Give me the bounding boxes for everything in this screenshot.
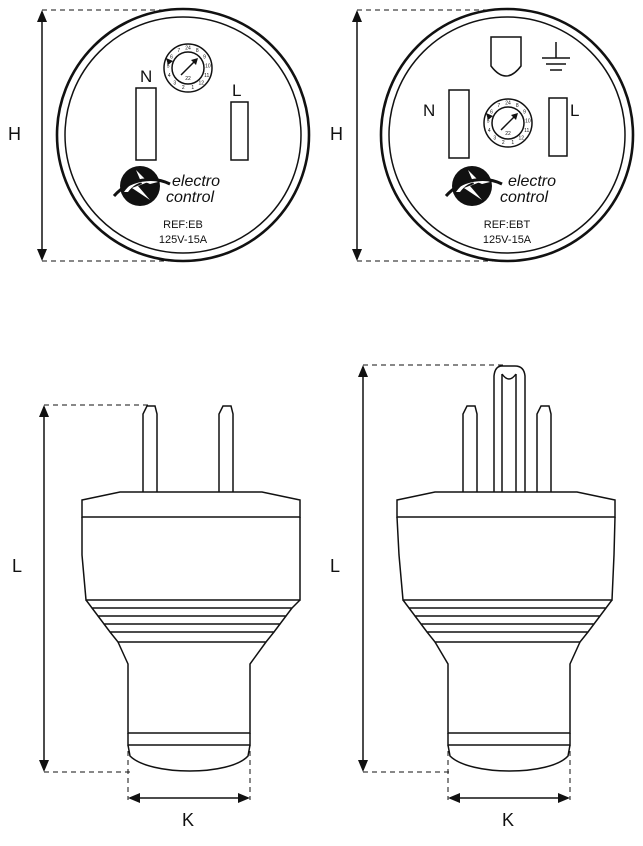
dial-marker — [486, 113, 493, 120]
ground-pin — [493, 365, 526, 492]
live-pin-label: L — [232, 81, 241, 100]
plug-face-outer-ring — [379, 7, 635, 263]
dial-number: 4 — [488, 128, 491, 134]
plug-blade — [142, 405, 158, 492]
dial-number: 9 — [523, 109, 526, 115]
dimension-l-label: L — [330, 556, 340, 576]
dial-number: 11 — [524, 128, 529, 134]
dial-year: 22 — [505, 131, 511, 137]
ground-pin-slot — [490, 36, 522, 77]
reference-code: REF:EBT — [484, 219, 531, 231]
dial-number: 12 — [518, 136, 524, 142]
dial-number: 2 — [502, 140, 505, 146]
live-blade-slot — [548, 97, 568, 157]
plug-face-inner-ring — [64, 16, 302, 254]
dial-marker — [166, 58, 173, 65]
dial-number: 5 — [487, 118, 490, 124]
brand-line-1: electro — [172, 173, 220, 190]
plug-eb-side-view: L K — [12, 404, 301, 830]
live-pin-label: L — [570, 101, 579, 120]
dial-number: 8 — [516, 103, 519, 109]
dial-number: 10 — [525, 118, 531, 124]
dimension-l-label: L — [12, 556, 22, 576]
dial-number: 3 — [173, 81, 176, 87]
electrical-rating: 125V-15A — [483, 234, 532, 246]
brand-line-2: control — [500, 189, 548, 206]
plug-body — [396, 491, 616, 772]
dial-number: 11 — [204, 73, 209, 79]
electrocontrol-logo-icon — [112, 166, 171, 206]
dial-pointer-head — [511, 113, 518, 120]
plug-face-outer-ring — [55, 7, 311, 263]
dial-number: 3 — [493, 136, 496, 142]
dial-number: 7 — [497, 103, 500, 109]
live-blade-slot — [230, 101, 249, 161]
dial-number: 5 — [167, 63, 170, 69]
neutral-blade-slot — [135, 87, 157, 161]
dial-number: 1 — [511, 140, 514, 146]
dial-number: 12 — [198, 81, 204, 87]
dimension-k-label: K — [182, 810, 194, 830]
dial-number: 6 — [490, 109, 493, 115]
dial-number: 7 — [177, 48, 180, 54]
dial-number: 8 — [196, 48, 199, 54]
dial-number: 24 — [185, 46, 191, 52]
dial-number: 24 — [505, 101, 511, 107]
reference-code: REF:EB — [163, 219, 203, 231]
plug-body — [81, 491, 301, 772]
plug-blade — [462, 405, 478, 492]
electrical-rating: 125V-15A — [159, 234, 208, 246]
neutral-pin-label: N — [423, 101, 435, 120]
ground-symbol-icon — [542, 42, 570, 71]
plug-blade — [536, 405, 552, 492]
dial-year: 22 — [185, 76, 191, 82]
dial-number: 1 — [191, 85, 194, 91]
dial-number: 10 — [205, 63, 211, 69]
neutral-blade-slot — [448, 89, 470, 159]
plug-ebt-side-view: L K — [330, 364, 616, 830]
brand-line-2: control — [166, 189, 214, 206]
dimension-k-label: K — [502, 810, 514, 830]
dial-pointer-head — [191, 58, 198, 65]
dial-number: 9 — [203, 54, 206, 60]
dimension-h-label: H — [8, 124, 21, 144]
plug-face-inner-ring — [388, 16, 626, 254]
electrocontrol-logo-icon — [444, 166, 503, 206]
dial-number: 2 — [182, 85, 185, 91]
plug-blade — [218, 405, 234, 492]
brand-line-1: electro — [508, 173, 556, 190]
dimension-h-label: H — [330, 124, 343, 144]
dial-number: 4 — [168, 73, 171, 79]
dial-number: 6 — [170, 54, 173, 60]
neutral-pin-label: N — [140, 67, 152, 86]
